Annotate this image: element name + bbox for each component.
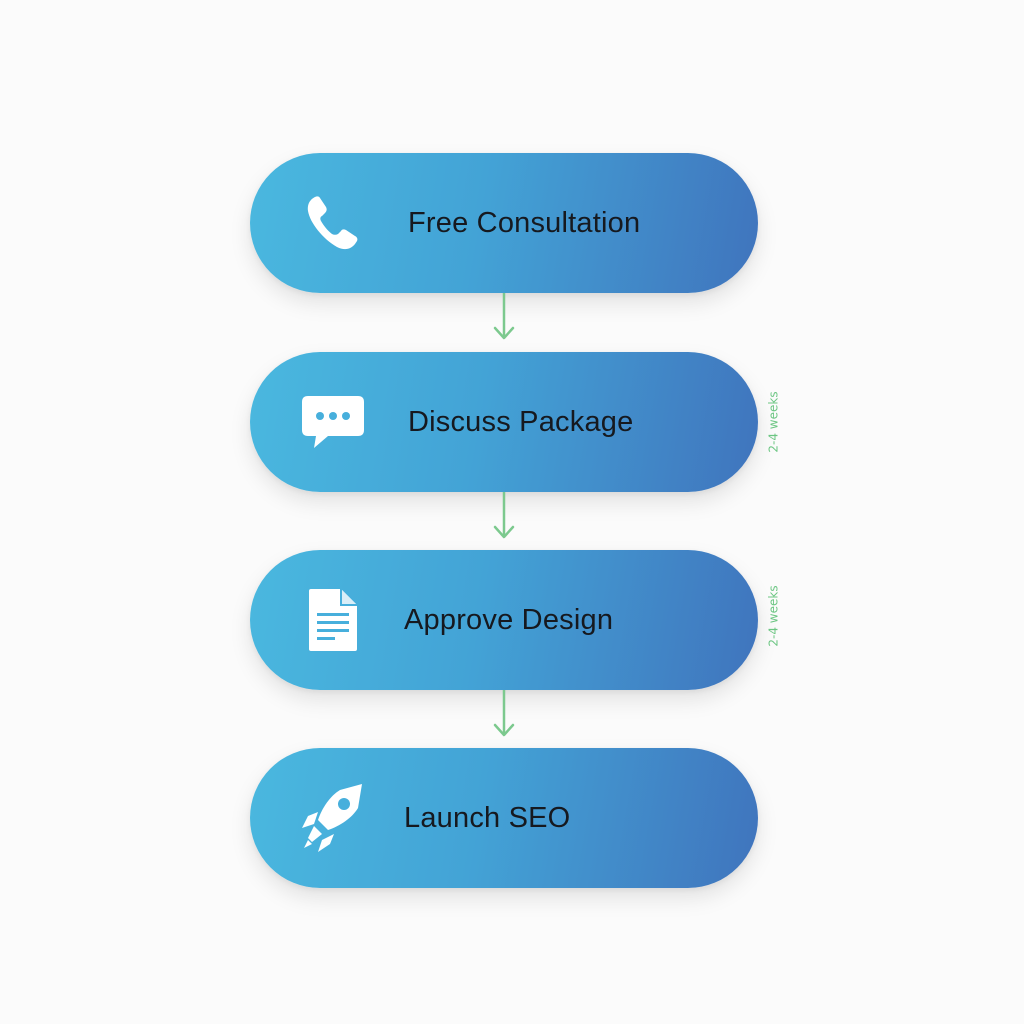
phone-icon [298,191,368,255]
step-label: Discuss Package [408,406,634,438]
arrow-down-icon [493,690,515,737]
step-label: Free Consultation [408,207,641,239]
step-launch-seo: Launch SEO [250,748,758,888]
duration-label: 2-4 weeks [767,391,782,453]
rocket-icon [298,784,368,852]
arrow-down-icon [493,492,515,539]
step-label: Approve Design [404,604,614,636]
arrow-down-icon [493,293,515,340]
step-label: Launch SEO [404,802,571,834]
step-discuss-package: Discuss Package [250,352,758,492]
step-free-consultation: Free Consultation [250,153,758,293]
duration-label: 2-4 weeks [767,585,782,647]
step-approve-design: Approve Design [250,550,758,690]
chat-bubble-icon [298,390,368,454]
document-icon [298,588,368,652]
